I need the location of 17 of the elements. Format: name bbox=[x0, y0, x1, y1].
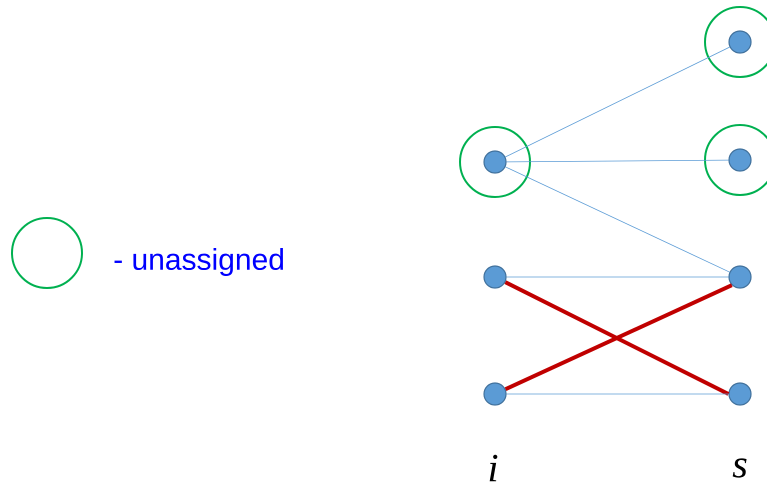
edge-line bbox=[506, 160, 729, 162]
vertex-dot bbox=[728, 148, 752, 172]
edge-line bbox=[505, 166, 730, 272]
vertex-dot bbox=[728, 265, 752, 289]
axis-letter: s bbox=[732, 458, 747, 478]
edge-line bbox=[505, 46, 730, 158]
legend-text: - unassigned bbox=[114, 248, 283, 276]
vertex-dot bbox=[483, 265, 507, 289]
unassigned-ring bbox=[704, 124, 767, 196]
unassigned-ring bbox=[459, 126, 531, 198]
vertex-dot bbox=[483, 382, 507, 406]
vertex-dot bbox=[728, 382, 752, 406]
edge-line bbox=[506, 276, 729, 278]
axis-letter: i bbox=[490, 454, 498, 482]
unassigned-ring bbox=[704, 6, 767, 78]
vertex-dot bbox=[728, 30, 752, 54]
vertex-dot bbox=[483, 150, 507, 174]
